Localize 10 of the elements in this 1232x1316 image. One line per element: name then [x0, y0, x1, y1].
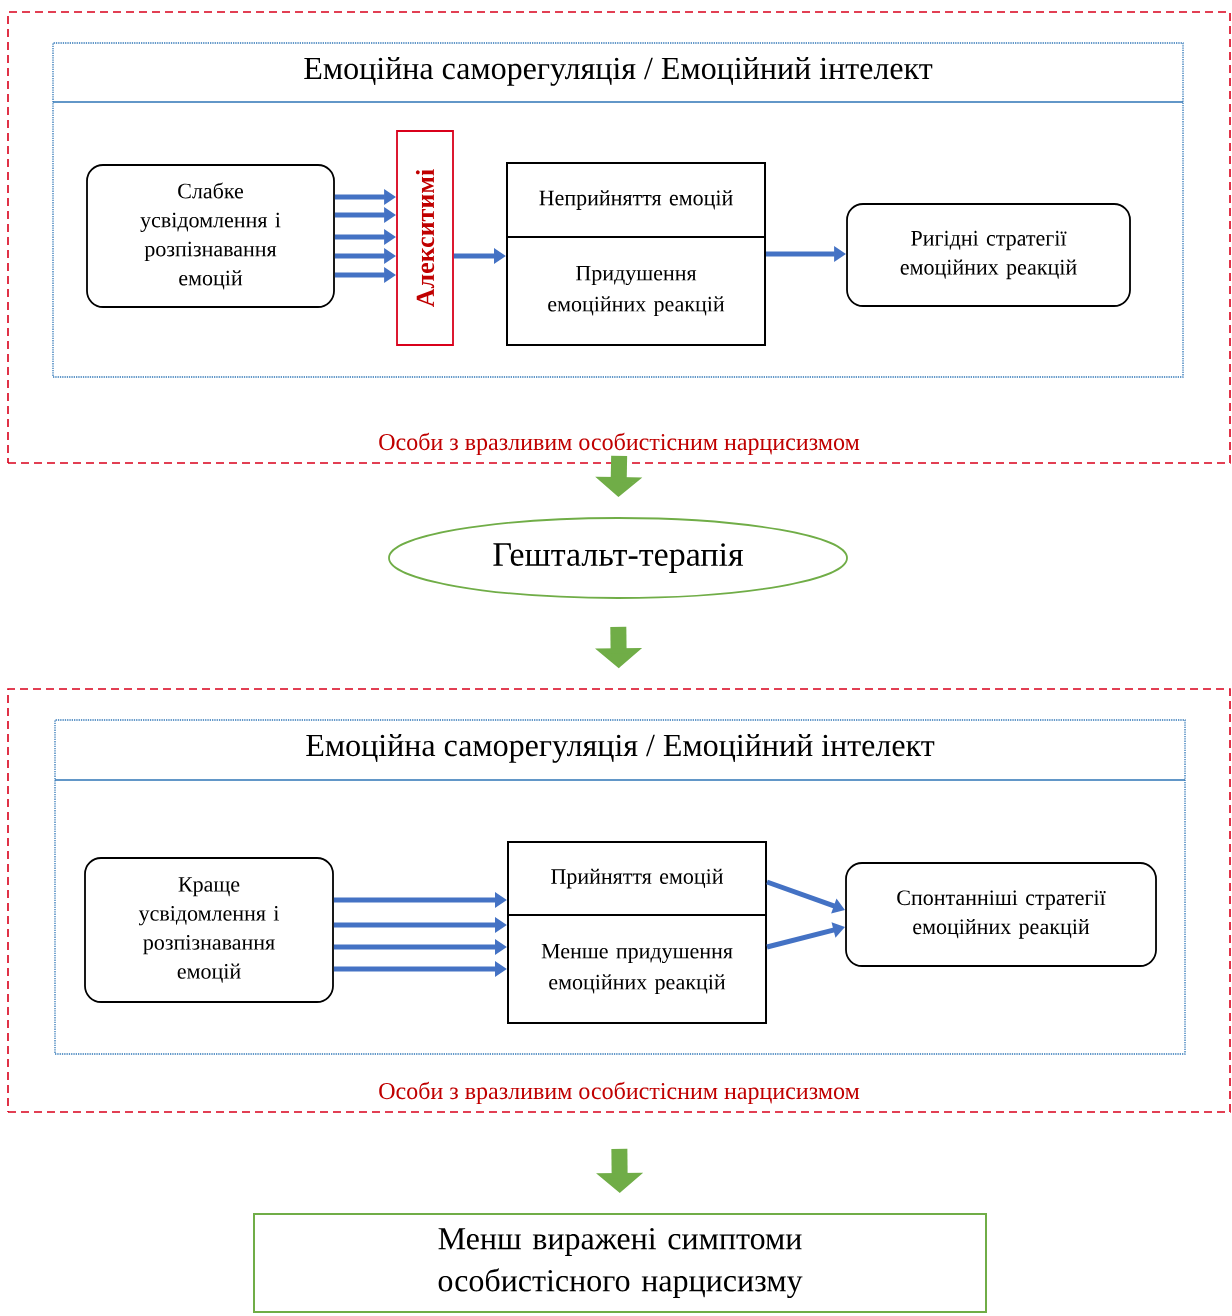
- result-box: Менш виражені симптоми особистісного нарцисизму: [253, 1213, 987, 1313]
- process-box: Спонтанніші стратегії емоційних реакцій: [845, 862, 1157, 967]
- process-box: Прийняття емоцій: [507, 841, 767, 916]
- process-box: Неприйняття емоцій: [506, 162, 766, 238]
- process-box: Менше придушення емоційних реакцій: [507, 914, 767, 1024]
- process-box: Придушення емоційних реакцій: [506, 236, 766, 346]
- process-box: Ригідні стратегії емоційних реакцій: [846, 203, 1131, 307]
- vertical-label-box: Алекситимі: [396, 130, 454, 346]
- process-box: Слабке усвідомлення і розпізнавання емоцій: [86, 164, 335, 308]
- process-box: Краще усвідомлення і розпізнавання емоцій: [84, 857, 334, 1003]
